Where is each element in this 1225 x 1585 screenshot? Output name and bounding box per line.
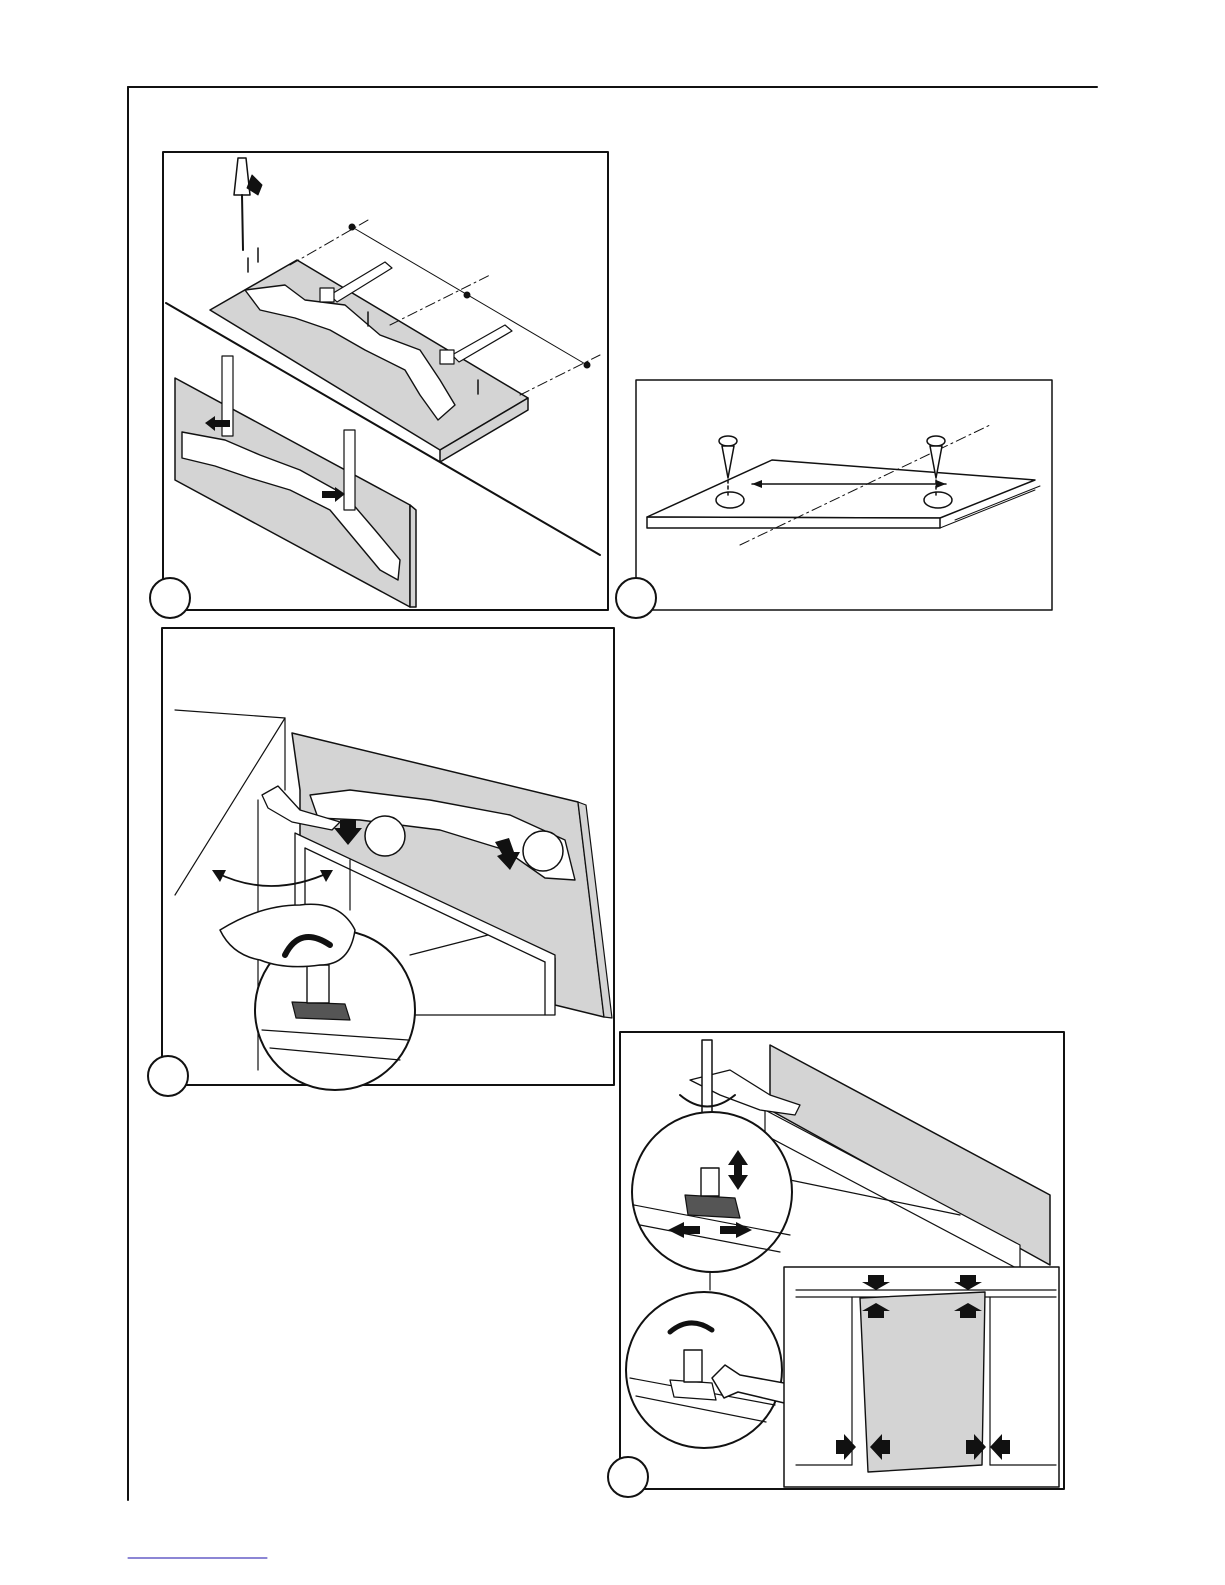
adjuster-plate — [685, 1195, 740, 1218]
door-panel-edge — [410, 505, 416, 607]
dim-dot-3 — [584, 362, 590, 368]
ruler-left — [330, 262, 392, 302]
adjuster-base — [292, 1002, 350, 1020]
figure-b-badge — [616, 578, 656, 618]
figure-c — [148, 628, 614, 1096]
hand-icon — [220, 904, 355, 966]
clip-left — [320, 288, 334, 302]
screw-hole-right — [924, 492, 952, 508]
figure-a-badge — [150, 578, 190, 618]
figure-a — [150, 152, 608, 618]
figure-b — [616, 380, 1052, 618]
clip-right — [440, 350, 454, 364]
figure-d-badge — [608, 1457, 648, 1497]
figure-d — [608, 1032, 1064, 1497]
adjuster-bolt — [307, 965, 329, 1003]
dim-dot-1 — [349, 224, 355, 230]
board-top — [647, 460, 1035, 518]
adjuster-bolt-d — [701, 1168, 719, 1196]
nut-base — [670, 1380, 716, 1400]
callout-1 — [365, 816, 405, 856]
figure-c-badge — [148, 1056, 188, 1096]
ruler-right — [452, 325, 512, 362]
callout-2 — [523, 831, 563, 871]
screw-hole-left — [716, 492, 744, 508]
screwdriver-icon — [234, 158, 262, 250]
door-panel — [175, 378, 410, 607]
nut-bolt — [684, 1350, 702, 1382]
ruler-door-right — [344, 430, 355, 510]
board-front — [647, 517, 940, 528]
magnifier-d-bottom — [626, 1292, 782, 1448]
dim-dot-2 — [464, 292, 470, 298]
